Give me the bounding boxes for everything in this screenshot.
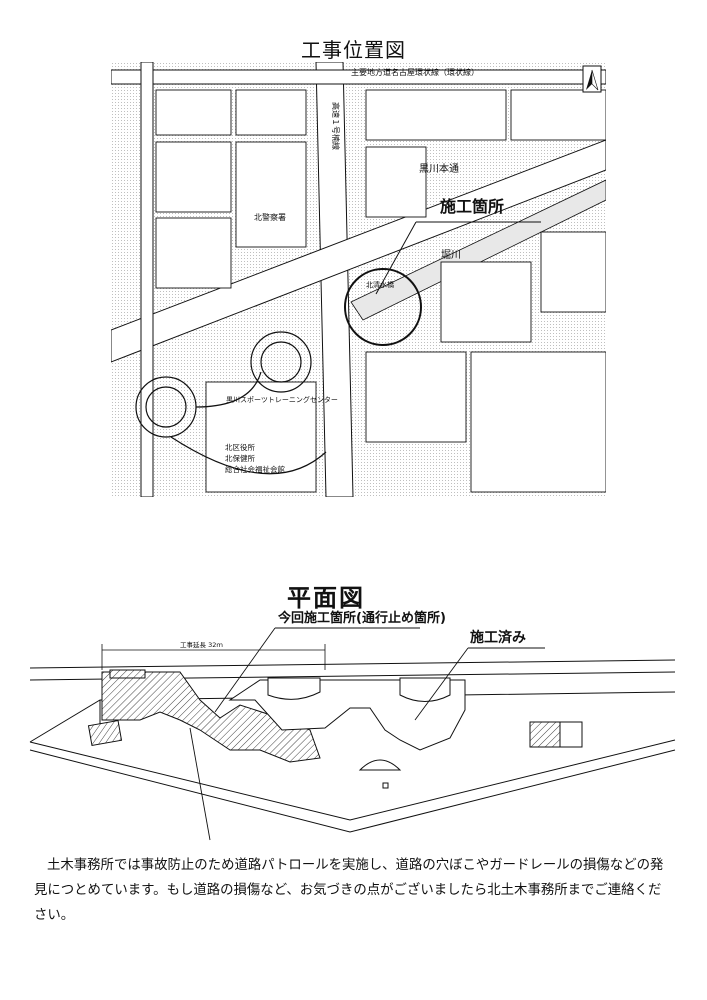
label-ward-office: 北区役所: [225, 442, 255, 452]
location-map-title: 工事位置図: [301, 38, 406, 62]
plan-view-title: 平面図: [287, 584, 365, 612]
label-river: 堀川: [441, 249, 461, 261]
label-sports: 黒川スポーツトレーニングセンター: [226, 395, 338, 404]
location-map: 主要地方道名古屋環状線（環状線） 高速１号楠線 黒川本通 北警察署 施工箇所 堀…: [111, 62, 606, 497]
current-work-label: 今回施工箇所(通行止め箇所): [277, 610, 446, 626]
current-work-area: [101, 671, 321, 763]
completed-label: 施工済み: [470, 629, 526, 646]
notice-text-block: 土木事務所では事故防止のため道路パトロールを実施し、道路の穴ぼこやガードレールの…: [34, 853, 674, 928]
label-welfare: 総合社会福祉会館: [225, 464, 285, 474]
plan-view: 工事延長 32ｍ 今回施工箇所(通行止め箇所) 施工済み: [29, 610, 676, 841]
extent-label: 工事延長 32ｍ: [180, 640, 223, 649]
north-arrow-icon: [582, 65, 602, 93]
label-kurokawa-hondori: 黒川本通: [419, 162, 459, 175]
label-main-road: 主要地方道名古屋環状線（環状線）: [351, 67, 479, 77]
label-expressway: 高速１号楠線: [331, 102, 341, 150]
notice-paragraph: 土木事務所では事故防止のため道路パトロールを実施し、道路の穴ぼこやガードレールの…: [34, 858, 664, 923]
label-site: 施工箇所: [440, 197, 504, 216]
label-pump: 北清水橋: [366, 280, 394, 289]
site-circle: [344, 268, 422, 346]
label-police: 北警察署: [254, 212, 286, 222]
label-health-center: 北保健所: [225, 453, 255, 463]
